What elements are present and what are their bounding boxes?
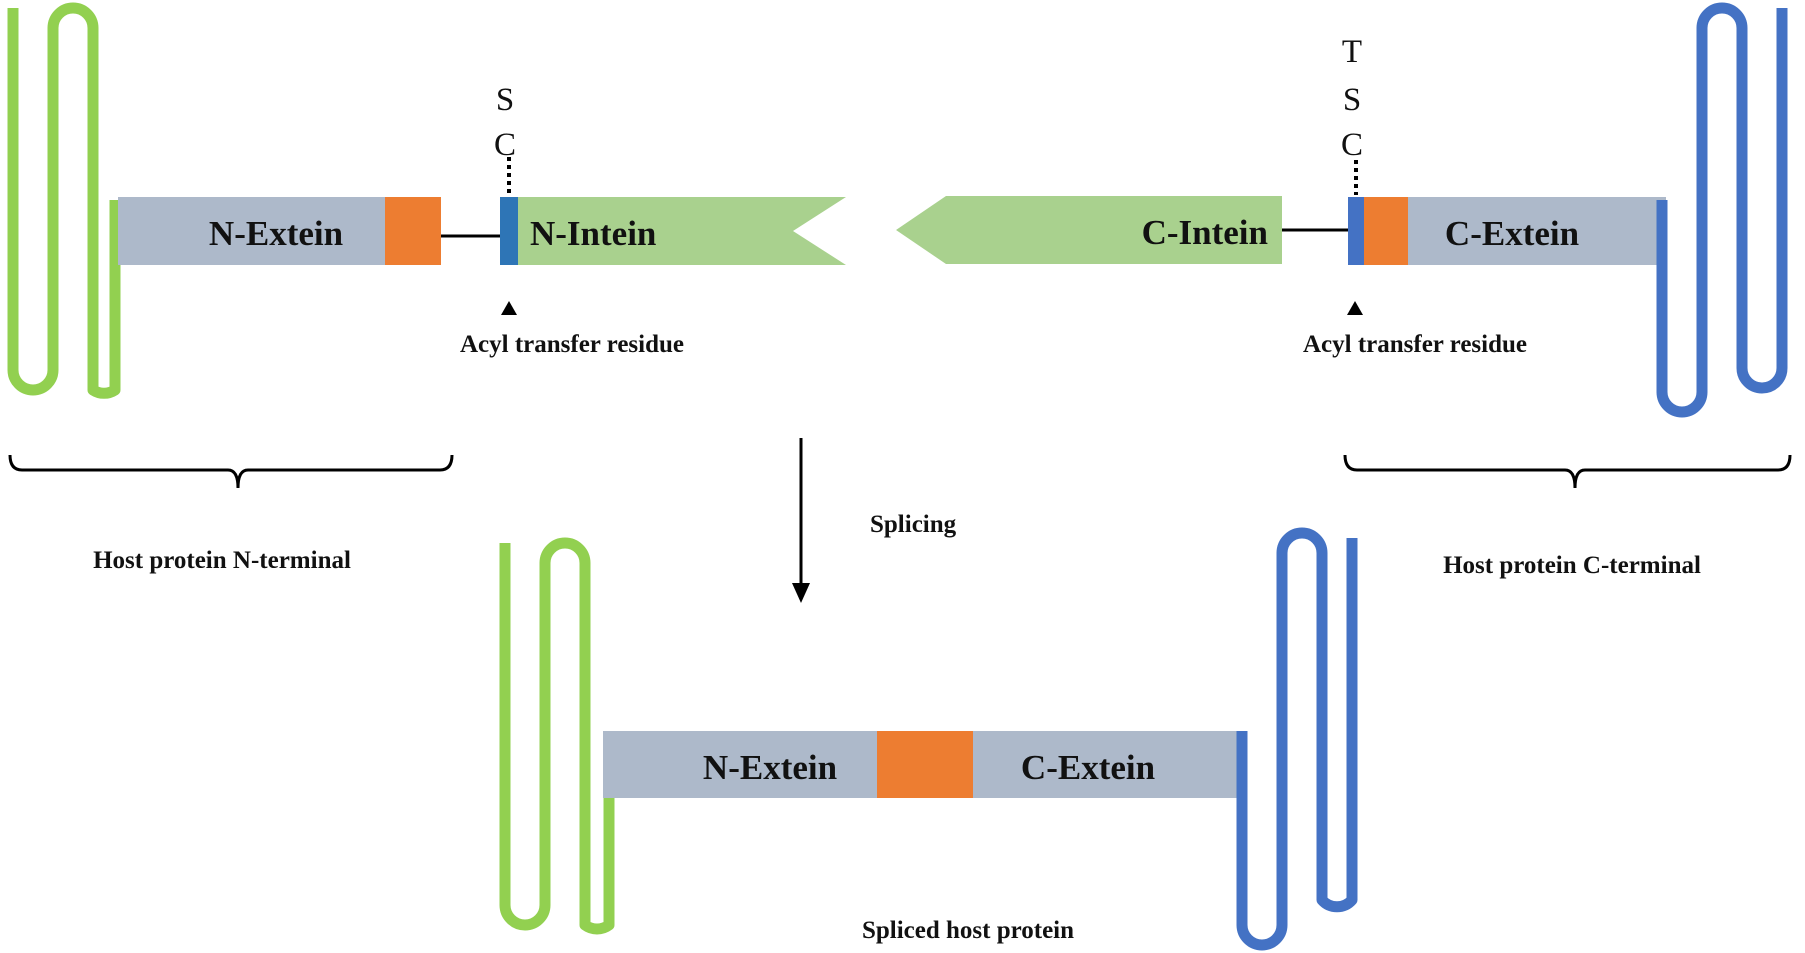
c-acyl-marker-icon [1347,301,1363,315]
n-extein-block-top [118,197,385,265]
n-residue-letter: C [494,127,516,163]
host-c-serpentine-top [1656,2,1788,418]
splicing-arrow-head-icon [792,583,810,603]
c-intein-block [896,196,1282,264]
n-intein-block [518,197,846,265]
c-residue-letter: S [1343,82,1361,118]
n-junction-block-top [385,197,441,265]
n-residue-letter: S [496,82,514,118]
host-c-serpentine-bottom [1236,527,1358,951]
product-label: Spliced host protein [862,917,1074,944]
c-extein-label-top: C-Extein [1445,214,1579,253]
n-acyl-label: Acyl transfer residue [460,331,684,358]
c-extein-label-bottom: C-Extein [1021,748,1155,787]
n-extein-label-top: N-Extein [209,214,343,253]
junction-block-bottom [877,731,973,798]
host-n-serpentine-bottom [499,537,615,935]
n-extein-block-bottom [603,731,877,798]
c-intein-label: C-Intein [1142,213,1268,252]
host-n-bracket [8,454,454,489]
host-c-label: Host protein C-terminal [1443,552,1701,579]
n-intein-label: N-Intein [530,214,656,253]
host-c-bracket [1343,454,1792,489]
c-extein-block-bottom [973,731,1238,798]
c-residue-letter: T [1342,34,1362,70]
n-acyl-marker-icon [501,301,517,315]
c-residue-marker [1348,197,1364,265]
host-n-serpentine-top [7,2,121,399]
c-acyl-label: Acyl transfer residue [1303,331,1527,358]
n-residue-marker [500,197,518,265]
host-n-label: Host protein N-terminal [93,547,351,574]
c-residue-letter: C [1341,127,1363,163]
c-junction-block-top [1364,197,1408,265]
c-extein-block-top [1408,197,1666,265]
n-extein-label-bottom: N-Extein [703,748,837,787]
splicing-label: Splicing [870,511,957,538]
